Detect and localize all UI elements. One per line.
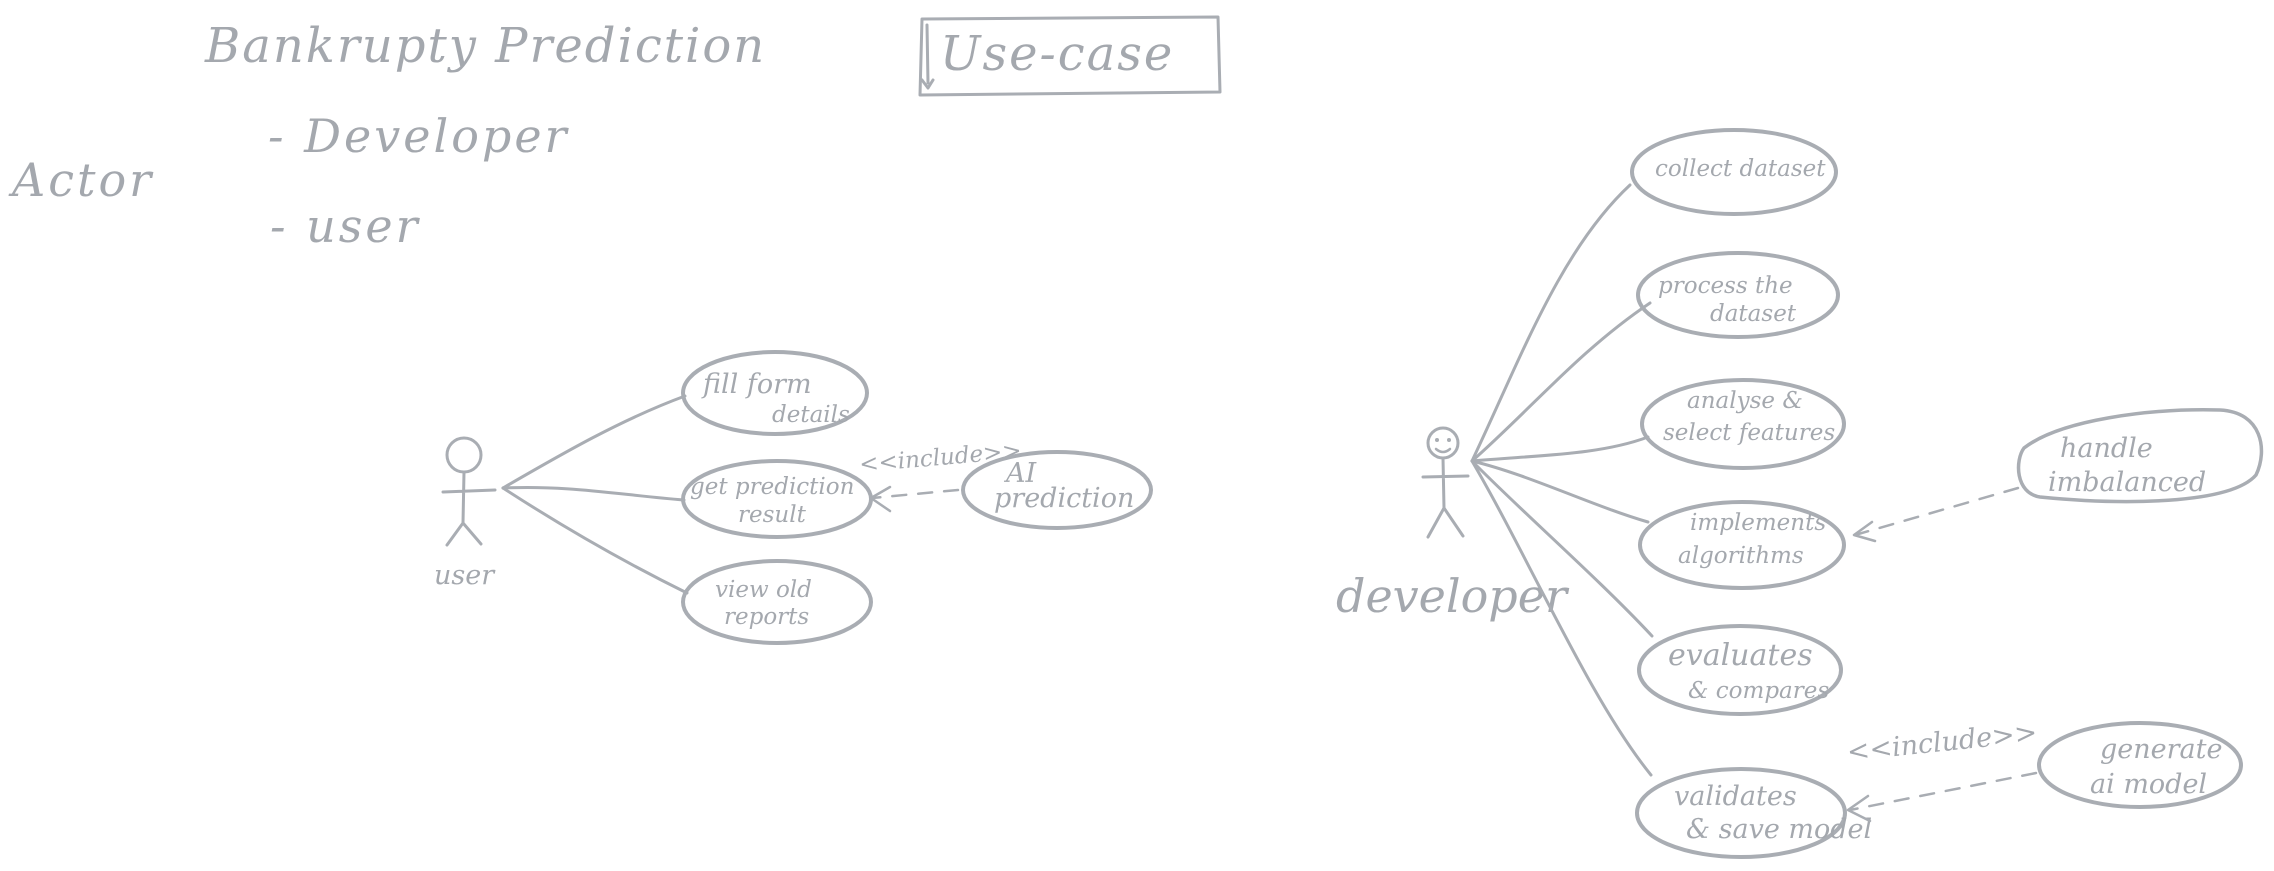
use-case-label: view old <box>715 577 812 603</box>
use-case-evaluates-compares: evaluates & compares <box>1637 624 1843 716</box>
use-case-label: select features <box>1663 420 1835 446</box>
use-case-label: generate <box>2100 734 2222 765</box>
developer-association-line <box>1470 459 1654 638</box>
use-case-collect-dataset: collect dataset <box>1630 128 1838 216</box>
developer-association-line <box>1470 183 1632 463</box>
developer-association-line <box>1470 435 1650 463</box>
actor-heading: Actor <box>8 153 154 207</box>
extension-arrow <box>1853 486 2020 537</box>
use-case-label: collect dataset <box>1655 156 1826 182</box>
actor-list-item-developer: - Developer <box>268 109 570 163</box>
developer-actor-figure <box>1421 426 1470 539</box>
include-stereotype-label: <<include>> <box>858 438 1022 478</box>
actor-list-item-user: - user <box>270 199 421 253</box>
use-case-label: algorithms <box>1678 543 1804 569</box>
use-case-fill-form: fill form details <box>681 350 869 436</box>
diagram-kind-box: Use-case <box>918 15 1222 97</box>
developer-association-line <box>1470 301 1652 463</box>
include-arrow <box>1848 771 2038 812</box>
note-label: imbalanced <box>2048 467 2206 498</box>
use-case-label: result <box>738 502 807 528</box>
user-actor-label: user <box>434 560 496 591</box>
user-association-line <box>501 486 689 595</box>
use-case-label: process the <box>1658 273 1793 299</box>
use-case-generate-ai-model: generate ai model <box>2037 721 2243 809</box>
developer-association-line <box>1470 459 1653 777</box>
include-arrow <box>870 488 960 500</box>
user-association-line <box>501 394 687 490</box>
user-association-line <box>501 485 686 502</box>
use-case-validates-save-model: validates & save model <box>1635 767 1872 859</box>
use-case-label: evaluates <box>1668 638 1813 673</box>
use-case-label: reports <box>724 604 809 630</box>
use-case-process-dataset: process the dataset <box>1636 251 1840 339</box>
use-case-label: implements <box>1690 510 1826 536</box>
use-case-label: ai model <box>2090 769 2207 800</box>
note-handle-imbalanced: handle imbalanced <box>2016 408 2264 504</box>
use-case-label: prediction <box>994 483 1134 514</box>
use-case-label: details <box>772 402 850 428</box>
use-case-label: validates <box>1674 781 1797 812</box>
use-case-view-old-reports: view old reports <box>681 559 873 645</box>
use-case-label: fill form <box>701 369 812 400</box>
use-case-label: & compares <box>1688 678 1829 704</box>
use-case-ai-prediction: AI prediction <box>961 450 1153 530</box>
use-case-label: AI <box>1003 458 1037 489</box>
use-case-label: get prediction <box>690 474 854 500</box>
developer-association-line <box>1470 459 1650 524</box>
use-case-get-prediction: get prediction result <box>681 459 873 539</box>
include-stereotype-label: <<include>> <box>1845 717 2038 768</box>
developer-actor-label: developer <box>1336 569 1570 623</box>
diagram-title: Bankrupty Prediction <box>204 18 766 74</box>
use-case-label: analyse & <box>1687 388 1803 414</box>
diagram-kind-label: Use-case <box>940 26 1174 82</box>
note-label: handle <box>2060 433 2153 464</box>
use-case-analyse-features: analyse & select features <box>1640 378 1846 470</box>
use-case-implements-algorithms: implements algorithms <box>1638 500 1846 590</box>
use-case-label: & save model <box>1686 814 1872 845</box>
use-case-label: dataset <box>1710 301 1797 327</box>
user-actor-figure <box>441 436 497 547</box>
